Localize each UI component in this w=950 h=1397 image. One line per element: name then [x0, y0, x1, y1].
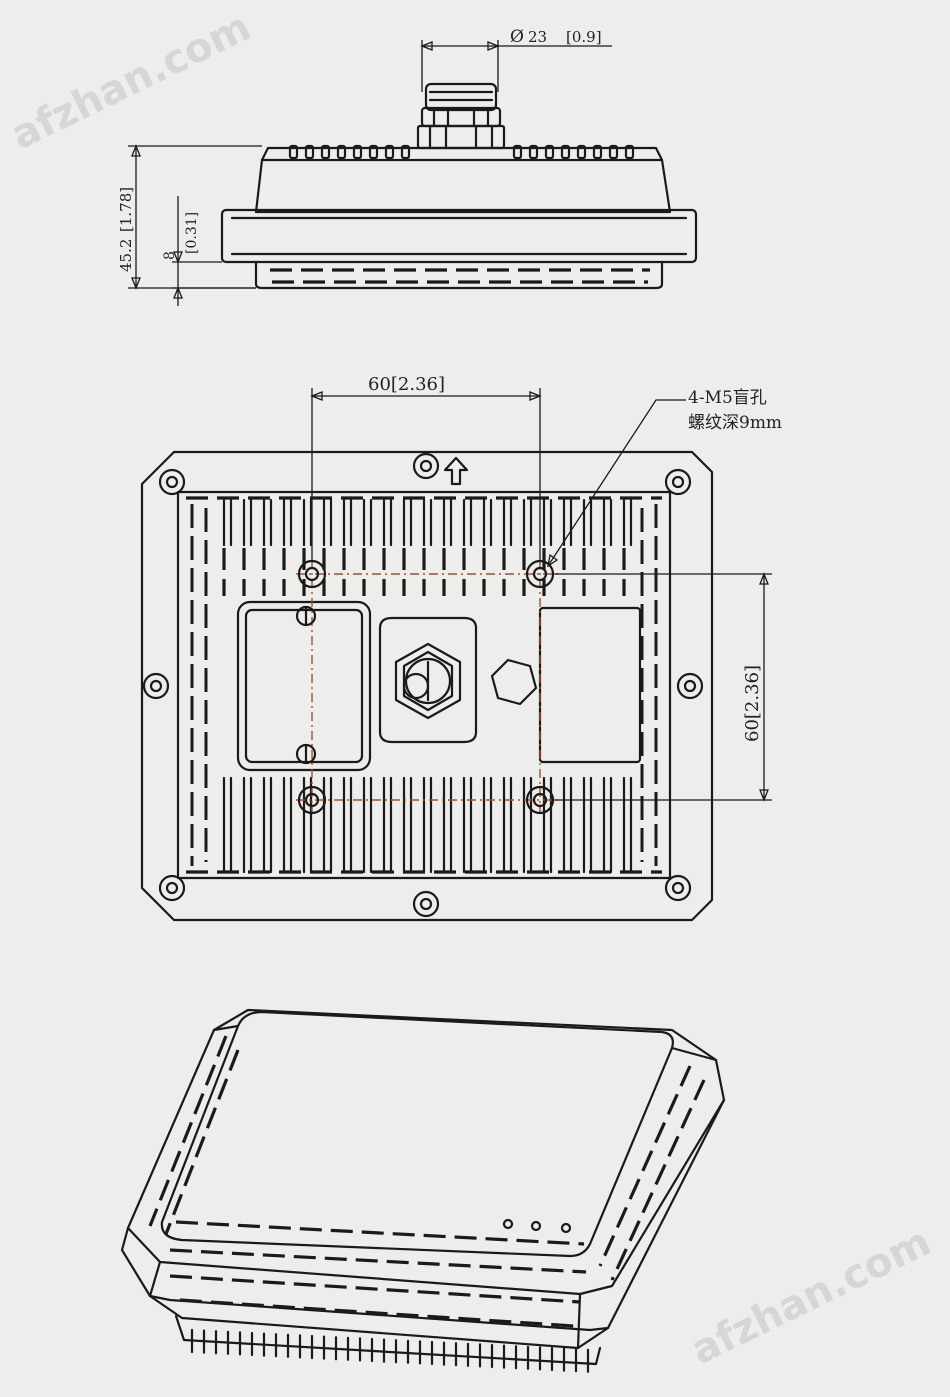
isometric-view — [120, 1008, 726, 1373]
hole-spacing-h: 60[2.36] — [368, 374, 445, 395]
side-fin — [352, 144, 363, 160]
side-fin — [608, 144, 619, 160]
screw-head — [158, 468, 186, 496]
housing-lower — [254, 260, 664, 290]
diameter-inch: [0.9] — [566, 28, 602, 46]
bottom-view: 60[2.36] 60[2.36] 4-M5盲孔 螺纹深9mm — [140, 374, 782, 922]
right-window — [538, 606, 642, 764]
screw-head — [664, 468, 692, 496]
diameter-value: 23 — [528, 28, 547, 46]
side-fin — [544, 144, 555, 160]
top-fins — [260, 144, 664, 162]
watermark-top: afzhan.com — [4, 4, 258, 159]
side-fin — [400, 144, 411, 160]
screw-center — [671, 475, 685, 489]
iso-top-face — [160, 1010, 674, 1258]
side-fin — [384, 144, 395, 160]
side-fin — [576, 144, 587, 160]
diameter-dimension: Ø 23 [0.9] — [420, 27, 612, 92]
side-fin — [528, 144, 539, 160]
hole-note: 4-M5盲孔 螺纹深9mm — [547, 388, 782, 568]
center-boss — [378, 616, 478, 744]
hole-note-line1: 4-M5盲孔 — [688, 388, 767, 408]
vertical-hole-dimension: 60[2.36] — [552, 572, 772, 802]
screw-head — [664, 874, 692, 902]
screw-head — [158, 874, 186, 902]
side-fin — [288, 144, 299, 160]
orientation-arrow-icon — [443, 456, 469, 486]
horizontal-hole-dimension: 60[2.36] — [310, 374, 542, 562]
screw-head — [412, 890, 440, 918]
side-fin — [320, 144, 331, 160]
screw-center — [683, 679, 697, 693]
screw-center — [671, 881, 685, 895]
left-window — [236, 600, 372, 772]
side-fin — [304, 144, 315, 160]
height-value: 45.2 — [117, 239, 135, 272]
side-fin — [336, 144, 347, 160]
flange-dimension: 8 [0.31] — [162, 196, 256, 306]
screw-center — [165, 881, 179, 895]
side-view: Ø 23 [0.9] 45.2 [1.78] 8 [0.31] — [117, 27, 698, 306]
side-fin — [560, 144, 571, 160]
vent-plug — [490, 658, 538, 706]
outer-outline — [140, 450, 714, 922]
screw-head — [412, 452, 440, 480]
screw-center — [165, 475, 179, 489]
flange-value: 8 — [162, 251, 178, 260]
perimeter-screws — [142, 452, 704, 918]
watermark-bottom: afzhan.com — [684, 1219, 938, 1374]
screw-head — [142, 672, 170, 700]
side-fin — [512, 144, 523, 160]
side-fin — [624, 144, 635, 160]
side-fin — [368, 144, 379, 160]
hole-note-line2: 螺纹深9mm — [688, 413, 782, 433]
screw-center — [149, 679, 163, 693]
iso-outline — [120, 1008, 726, 1350]
housing-upper — [254, 158, 672, 214]
height-dimension: 45.2 [1.78] — [117, 144, 262, 290]
cable-gland — [416, 82, 506, 150]
flange-inch: [0.31] — [184, 212, 200, 254]
screw-center — [419, 459, 433, 473]
height-inch: [1.78] — [117, 187, 135, 232]
bottom-fins — [222, 498, 633, 874]
flange — [220, 208, 698, 264]
screw-center — [419, 897, 433, 911]
side-fin — [592, 144, 603, 160]
diameter-symbol: Ø — [510, 27, 524, 47]
screw-head — [676, 672, 704, 700]
blind-holes — [297, 559, 555, 815]
hole-spacing-v: 60[2.36] — [742, 665, 763, 742]
